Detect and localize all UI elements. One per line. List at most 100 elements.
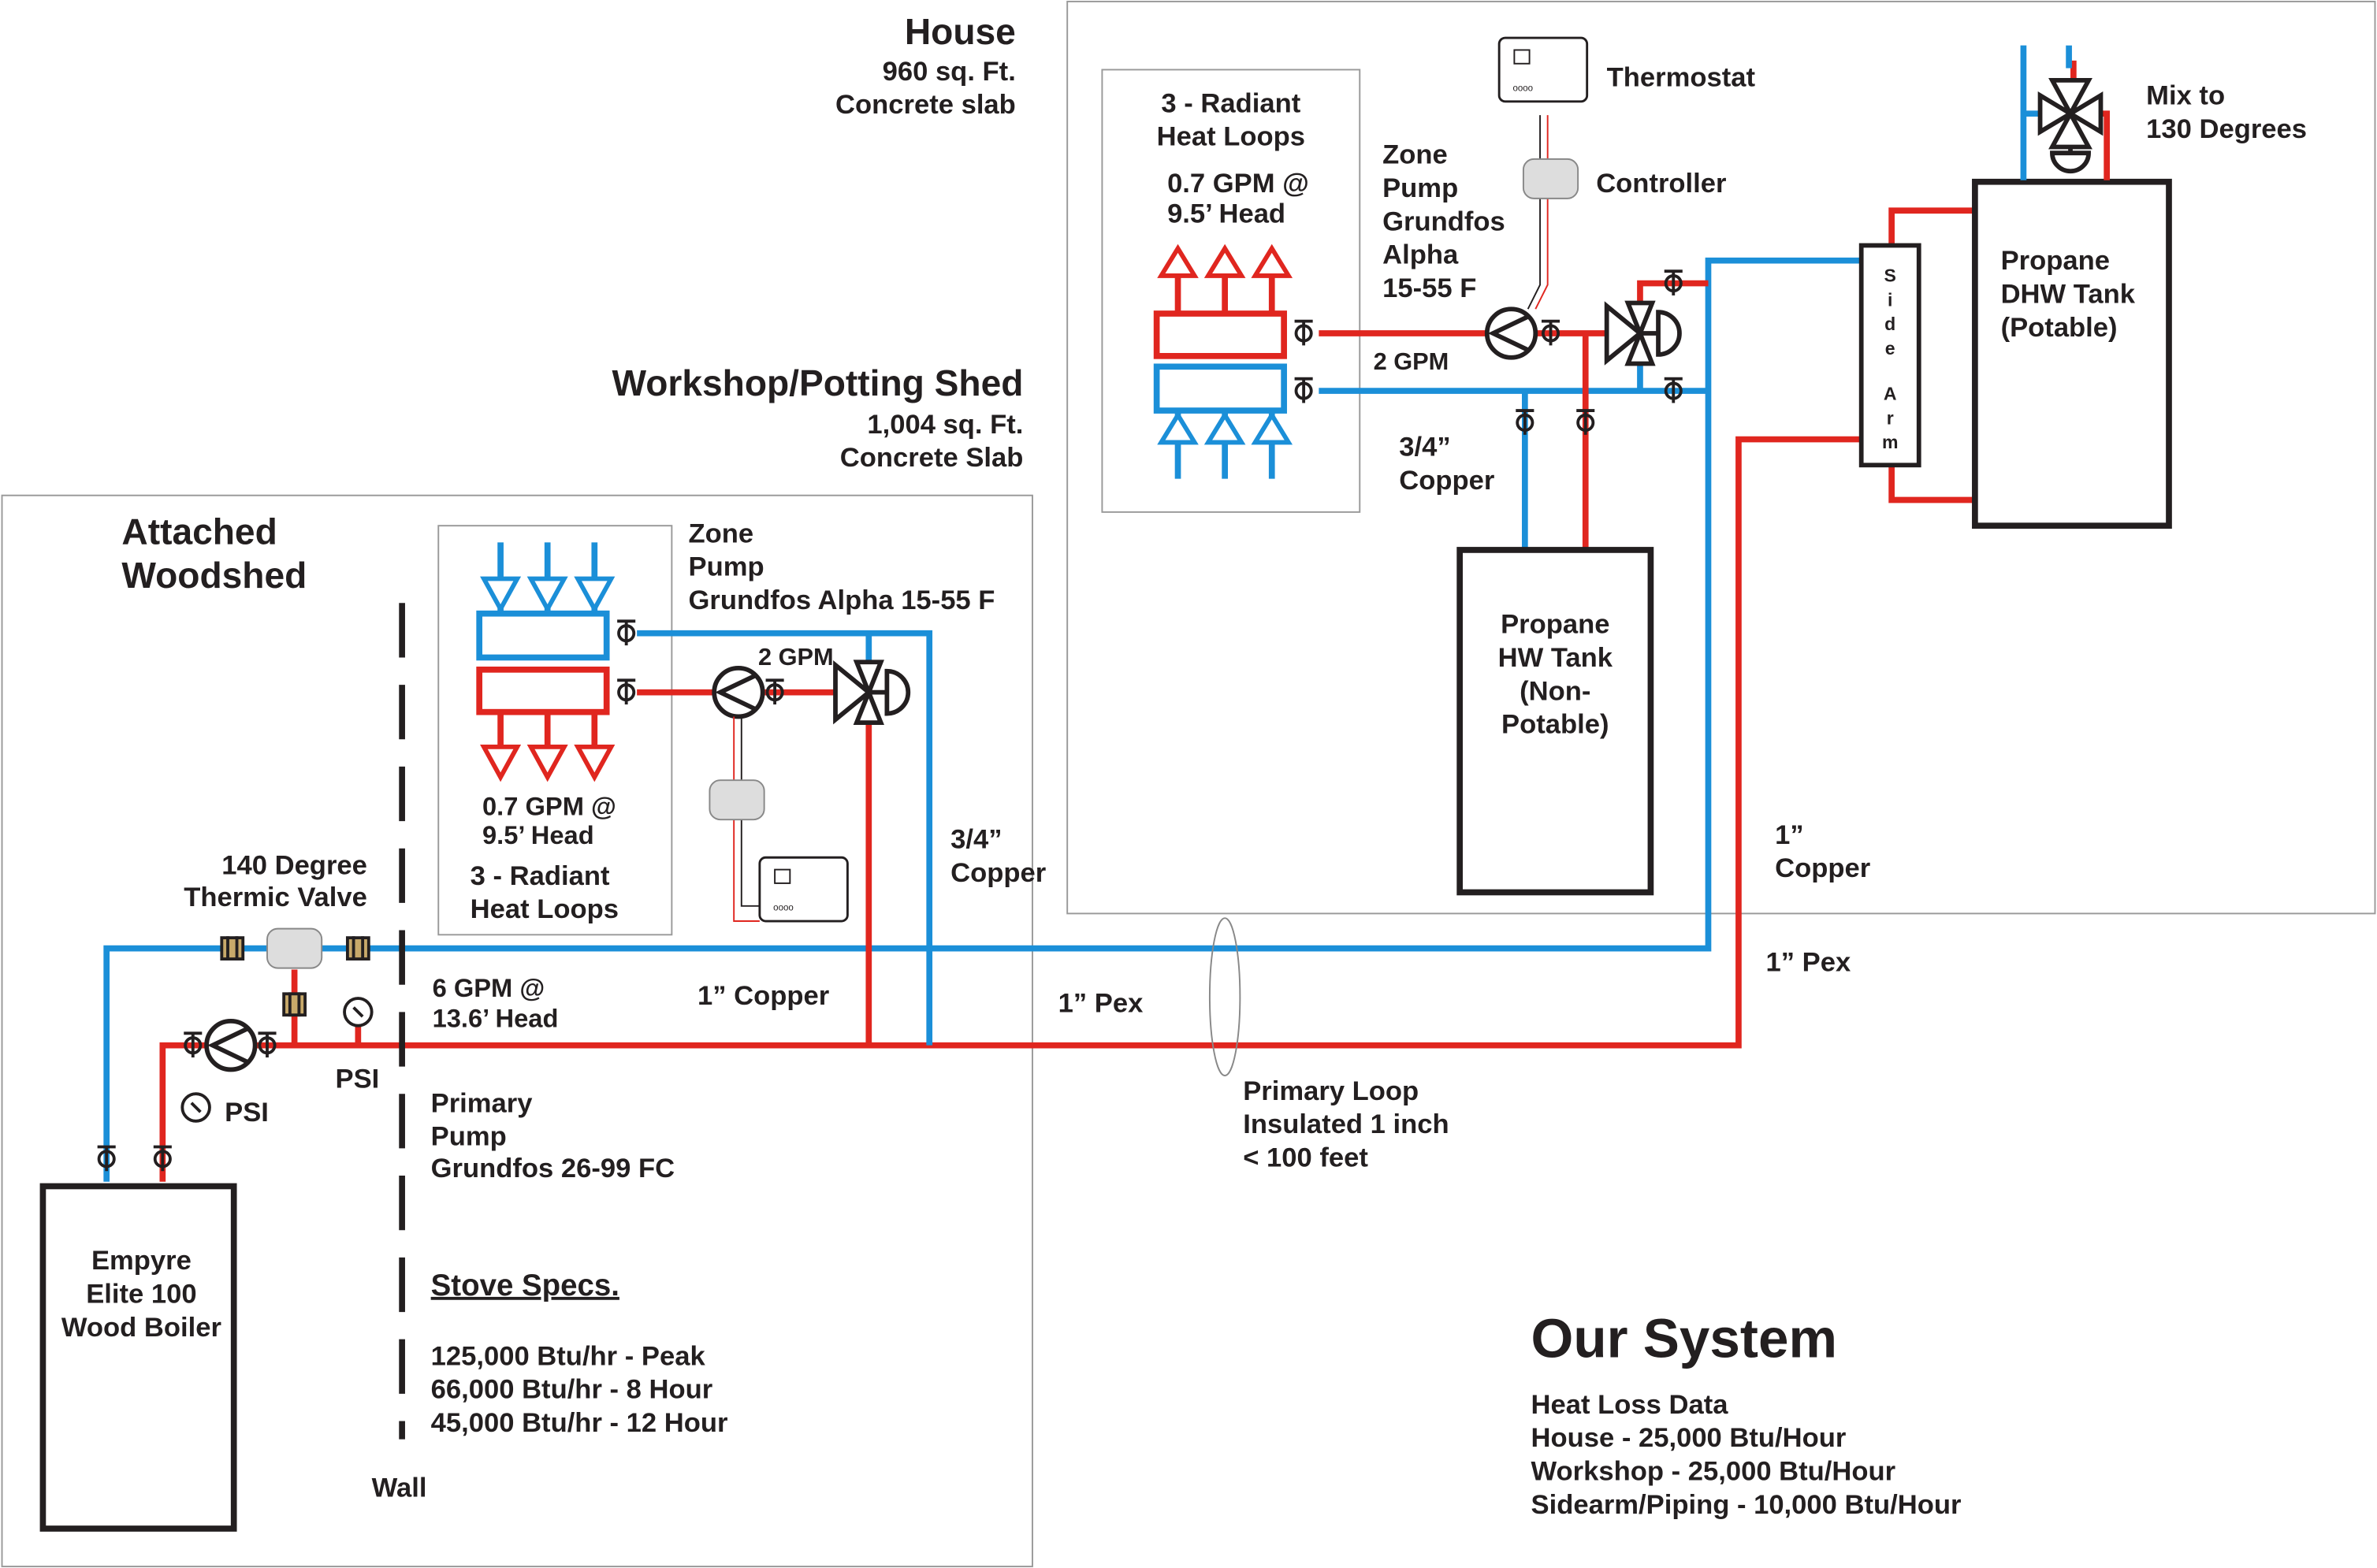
svg-text:House - 25,000 Btu/Hour: House - 25,000 Btu/Hour bbox=[1531, 1423, 1847, 1453]
psi-label: PSI bbox=[336, 1065, 380, 1094]
primary-flow: 13.6’ Head bbox=[433, 1004, 559, 1033]
svg-text:125,000 Btu/hr - Peak: 125,000 Btu/hr - Peak bbox=[431, 1341, 706, 1371]
shop-controller-icon bbox=[709, 779, 765, 821]
side-arm bbox=[1858, 243, 1921, 468]
woodshed-title: Woodshed bbox=[121, 555, 307, 596]
hw-tank bbox=[1456, 547, 1654, 896]
workshop-area: 1,004 sq. Ft. bbox=[867, 410, 1023, 440]
thermic-valve-icon bbox=[266, 927, 323, 969]
primary-pump-icon bbox=[206, 1021, 255, 1070]
svg-text:< 100 feet: < 100 feet bbox=[1243, 1143, 1368, 1172]
svg-text:Heat Loss Data: Heat Loss Data bbox=[1531, 1390, 1729, 1420]
stove-specs-title: Stove Specs. bbox=[431, 1269, 619, 1302]
sidearm-supply bbox=[1888, 207, 1973, 246]
thermostat-label: Thermostat bbox=[1607, 63, 1756, 93]
wall-label: Wall bbox=[372, 1473, 427, 1503]
svg-text:Propane: Propane bbox=[1501, 610, 1609, 640]
house-title: House bbox=[905, 11, 1016, 52]
svg-text:45,000 Btu/hr - 12 Hour: 45,000 Btu/hr - 12 Hour bbox=[431, 1408, 728, 1438]
mix-label: Mix to bbox=[2146, 81, 2225, 111]
house-floor: Concrete slab bbox=[835, 90, 1016, 120]
house-valve-supply bbox=[1637, 280, 1709, 303]
svg-text:Zone: Zone bbox=[1382, 140, 1448, 170]
stove-specs: 125,000 Btu/hr - Peak 66,000 Btu/hr - 8 … bbox=[431, 1341, 728, 1438]
svg-text:Wood Boiler: Wood Boiler bbox=[61, 1313, 221, 1343]
svg-text:Grundfos Alpha 15-55 F: Grundfos Alpha 15-55 F bbox=[689, 585, 995, 615]
controller-label: Controller bbox=[1596, 169, 1726, 199]
primary-supply-pipe bbox=[159, 436, 1862, 1182]
svg-text:m: m bbox=[1882, 432, 1899, 452]
house-return-loops bbox=[1161, 411, 1289, 479]
hw-tank-label: Propane HW Tank (Non- Potable) bbox=[1498, 610, 1613, 740]
svg-text:Primary Loop: Primary Loop bbox=[1243, 1076, 1419, 1106]
svg-text:(Potable): (Potable) bbox=[2001, 313, 2118, 343]
house-loops-flow: 9.5’ Head bbox=[1167, 199, 1285, 229]
house-loops-flow: 0.7 GPM @ bbox=[1167, 169, 1309, 199]
shop-loops-title: Heat Loops bbox=[471, 894, 619, 924]
heat-loss-data: Heat Loss Data House - 25,000 Btu/Hour W… bbox=[1531, 1390, 1962, 1520]
shop-zone-pump-icon bbox=[714, 668, 763, 717]
svg-text:Grundfos 26-99 FC: Grundfos 26-99 FC bbox=[431, 1154, 675, 1183]
house-copper-1-label: Copper bbox=[1775, 853, 1870, 883]
workshop-region bbox=[1, 494, 1033, 1568]
house-thermostat-icon bbox=[1497, 36, 1589, 103]
shop-loops-flow: 0.7 GPM @ bbox=[482, 791, 616, 820]
house-controller-icon bbox=[1522, 158, 1579, 199]
pressure-gauge-icon bbox=[180, 1092, 211, 1123]
mix-label: 130 Degrees bbox=[2146, 114, 2307, 144]
house-mixing-valve-icon bbox=[1607, 303, 1680, 364]
house-copper-label: Copper bbox=[1399, 466, 1494, 496]
svg-text:Pump: Pump bbox=[1382, 173, 1458, 203]
house-supply-loops bbox=[1161, 248, 1289, 313]
house-loops-title: Heat Loops bbox=[1157, 122, 1305, 152]
dhw-tank-label: Propane DHW Tank (Potable) bbox=[2001, 246, 2136, 343]
primary-flow: 6 GPM @ bbox=[433, 973, 545, 1002]
svg-text:A: A bbox=[1884, 384, 1897, 404]
svg-text:Primary: Primary bbox=[431, 1088, 534, 1118]
system-title: Our System bbox=[1531, 1308, 1837, 1369]
woodshed-title: Attached bbox=[121, 511, 277, 552]
house-copper-label: 3/4” bbox=[1399, 433, 1450, 463]
side-arm-label: S i d e A r m bbox=[1882, 266, 1899, 452]
pex-label: 1” Pex bbox=[1766, 947, 1851, 977]
primary-pump-label: Primary Pump Grundfos 26-99 FC bbox=[431, 1088, 675, 1183]
shop-mixing-valve-icon bbox=[835, 662, 908, 723]
shop-gpm: 2 GPM bbox=[758, 643, 834, 671]
svg-text:Alpha: Alpha bbox=[1382, 240, 1459, 270]
insulation-icon bbox=[1208, 917, 1241, 1077]
svg-text:r: r bbox=[1887, 407, 1894, 428]
svg-text:i: i bbox=[1888, 289, 1892, 310]
shop-zone-pump-label: Zone Pump Grundfos Alpha 15-55 F bbox=[689, 518, 995, 615]
primary-return-pipe bbox=[103, 257, 1862, 1182]
svg-text:Propane: Propane bbox=[2001, 246, 2110, 276]
shop-supply-manifold bbox=[476, 666, 610, 715]
shop-thermostat-icon bbox=[758, 856, 849, 923]
sidearm-return bbox=[1888, 465, 1973, 503]
svg-text:66,000 Btu/hr - 8 Hour: 66,000 Btu/hr - 8 Hour bbox=[431, 1375, 713, 1405]
dhw-tank bbox=[1972, 178, 2172, 529]
workshop-title: Workshop/Potting Shed bbox=[612, 362, 1024, 403]
shop-return-manifold bbox=[476, 610, 610, 661]
wood-boiler bbox=[39, 1183, 237, 1532]
house-zone-pump-label: Zone Pump Grundfos Alpha 15-55 F bbox=[1382, 140, 1505, 303]
thermic-valve-label: Thermic Valve bbox=[184, 882, 367, 912]
svg-text:Pump: Pump bbox=[431, 1122, 507, 1152]
boiler-label: Empyre Elite 100 Wood Boiler bbox=[61, 1246, 221, 1343]
dhw-mixing-valve-icon bbox=[2037, 78, 2104, 174]
svg-text:e: e bbox=[1885, 338, 1895, 359]
psi-label: PSI bbox=[225, 1098, 269, 1128]
svg-text:Pump: Pump bbox=[689, 552, 764, 582]
house-loops-box bbox=[1101, 69, 1361, 513]
house-copper-1-label: 1” bbox=[1775, 820, 1804, 850]
svg-text:HW Tank: HW Tank bbox=[1498, 643, 1613, 673]
house-supply-manifold bbox=[1153, 310, 1287, 359]
house-zone-pump-icon bbox=[1487, 309, 1536, 358]
shop-copper-label: Copper bbox=[950, 858, 1046, 888]
thermic-valve-label: 140 Degree bbox=[221, 850, 367, 880]
house-region bbox=[1066, 0, 2376, 915]
house-loops-title: 3 - Radiant bbox=[1161, 88, 1300, 118]
shop-return-loops bbox=[480, 542, 616, 614]
svg-text:Insulated 1 inch: Insulated 1 inch bbox=[1243, 1109, 1449, 1139]
shop-copper-label: 3/4” bbox=[950, 825, 1002, 855]
